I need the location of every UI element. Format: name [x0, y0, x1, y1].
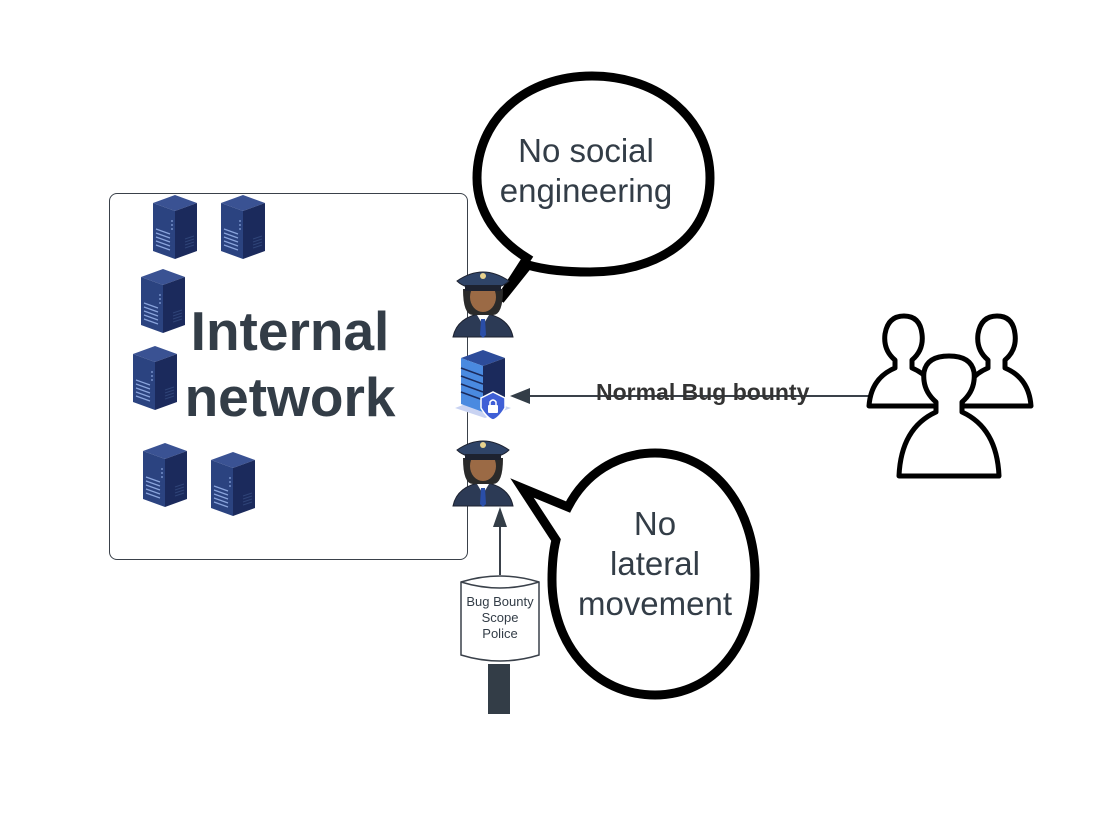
police-officer-icon[interactable]: [452, 271, 514, 338]
arrowhead-up-icon: [493, 507, 507, 527]
cylinder-line-1: Bug Bounty: [466, 594, 534, 609]
police-officer-icon[interactable]: [452, 440, 514, 507]
bubble-top-line-1: No social: [518, 132, 654, 169]
internal-network-title: Internal network: [170, 298, 410, 430]
bubble-bottom-line-1: No: [633, 505, 677, 542]
arrowhead-left-icon: [510, 388, 530, 404]
speech-bubble-bottom[interactable]: [510, 448, 760, 700]
user-group-icon[interactable]: [866, 313, 1034, 479]
bubble-bottom-text: No lateral movement: [570, 504, 740, 624]
title-line-2: network: [184, 366, 396, 428]
title-line-1: Internal: [190, 300, 390, 362]
secure-server-icon[interactable]: [455, 350, 511, 421]
bubble-bottom-line-2: lateral: [610, 545, 700, 582]
normal-bug-bounty-label: Normal Bug bounty: [596, 379, 810, 405]
cylinder-post: [488, 664, 510, 714]
bubble-bottom-line-3: movement: [577, 585, 733, 622]
cylinder-line-2: Scope: [481, 610, 519, 625]
speech-bubble-top[interactable]: [472, 71, 715, 303]
scope-police-cylinder[interactable]: [460, 575, 540, 662]
cylinder-line-3: Police: [482, 626, 518, 641]
bubble-top-line-2: engineering: [499, 172, 673, 209]
bubble-top-text: No social engineering: [494, 131, 678, 211]
cylinder-label: Bug Bounty Scope Police: [461, 594, 539, 642]
